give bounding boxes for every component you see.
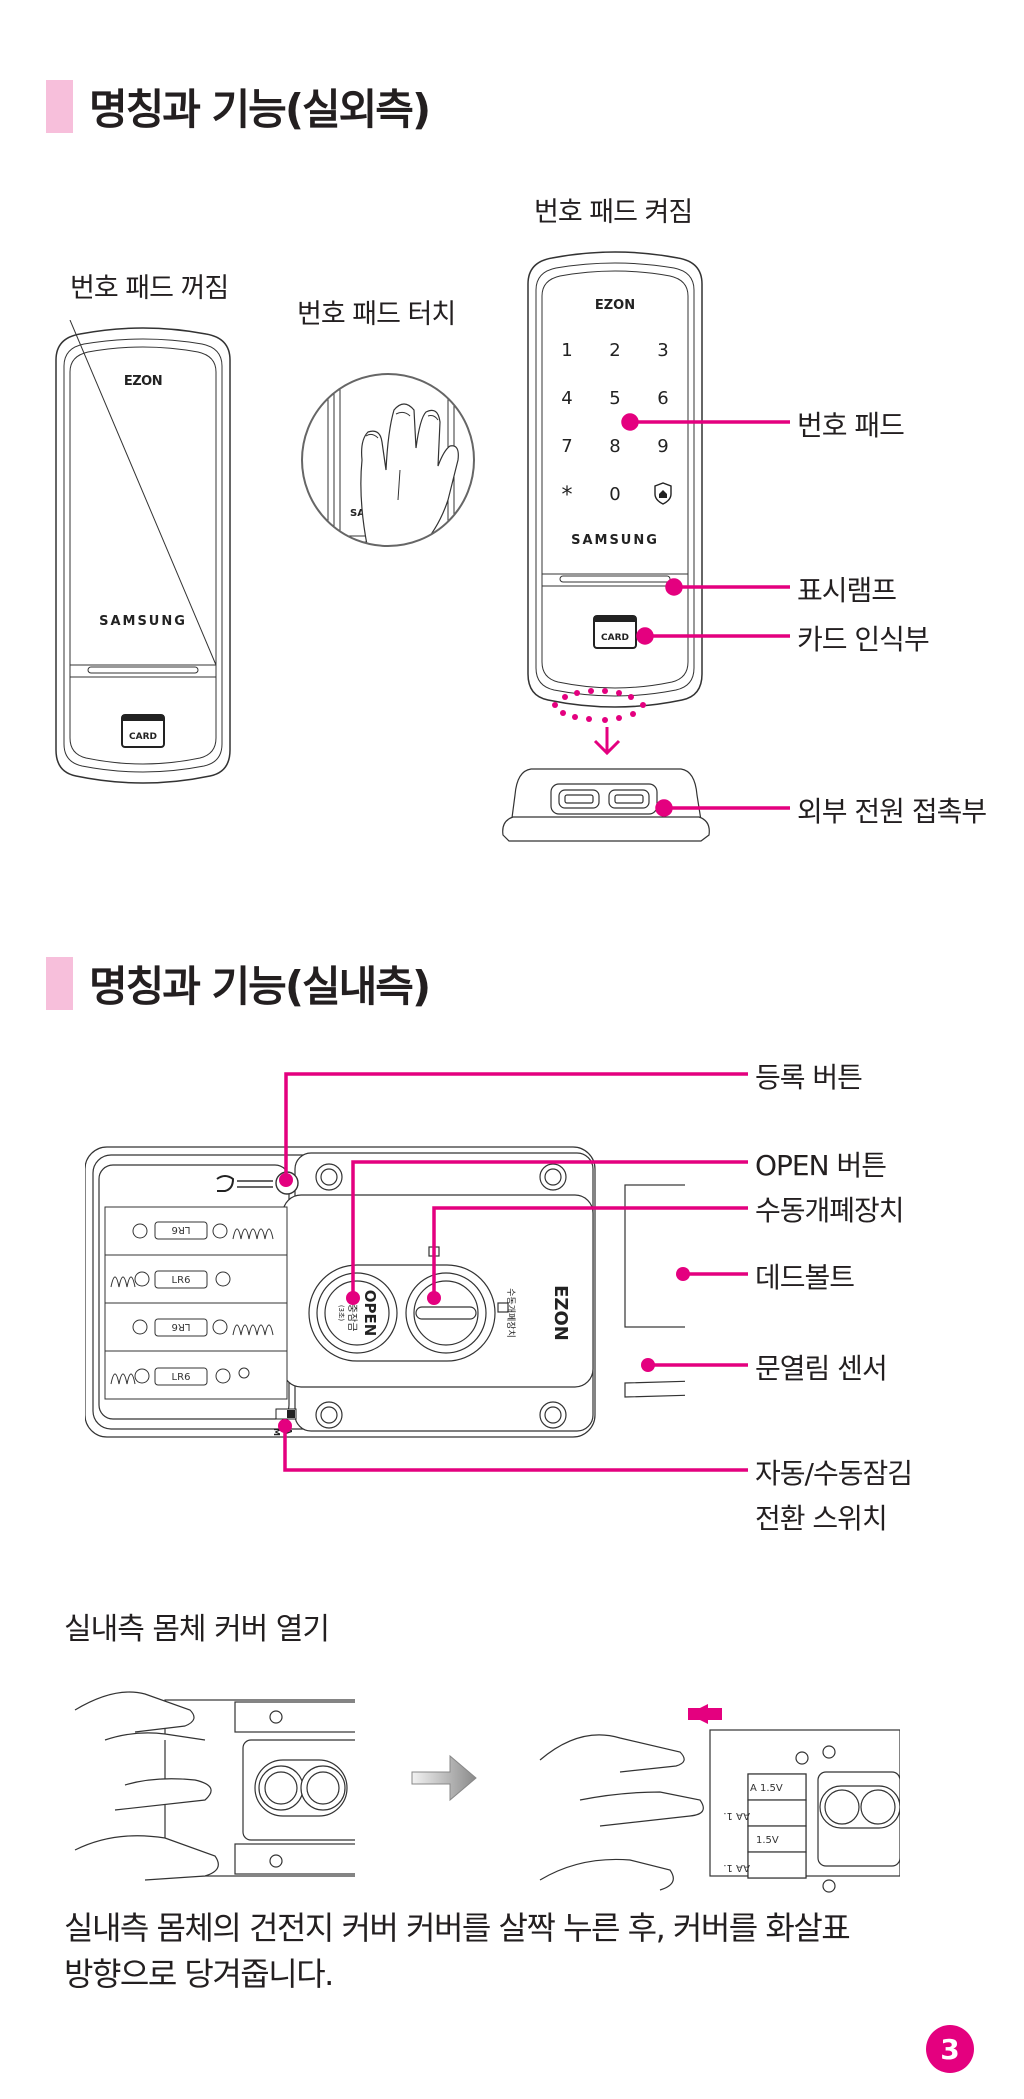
battery-compartment [104,1206,288,1400]
instruction-line-1: 실내측 몸체의 건전지 커버 커버를 살짝 누른 후, 커버를 화살표 [64,1909,851,1947]
arrow-right-icon [411,1754,477,1802]
cover-step2-illustration: A 1.5V AA 1. 1.5V AA 1. [539,1704,900,1893]
contact-dots-icon [552,688,646,723]
callout-register-button: 등록 버튼 [755,1061,863,1094]
key-7[interactable]: 7 [561,436,572,457]
card-label: CARD [601,633,629,643]
arrow-down-icon [593,727,621,756]
section-title-text: 명칭과 기능(실내측) [89,961,431,1011]
manual-device-label: 수동개폐장치 [505,1288,517,1338]
battery-label: A 1.5V [750,1783,783,1794]
contact-arrow-and-power-base [502,688,710,842]
key-9[interactable]: 9 [657,436,668,457]
pull-left-arrow-icon [688,1704,740,1724]
battery-label: 1.5V [756,1835,779,1846]
instruction-text: 실내측 몸체의 건전지 커버 커버를 살짝 누른 후, 커버를 화살표 방향으로… [64,1905,964,1997]
open-sub2-label: (3초) [337,1305,345,1322]
samsung-logo: SAMSUNG [571,533,659,548]
doorlock-outer-pad-off: CARD EZON SAMSUNG [55,320,231,784]
callout-open-button: OPEN 버튼 [755,1149,887,1182]
outdoor-callout-lines [621,413,790,817]
key-1[interactable]: 1 [561,340,572,361]
callout-number-pad: 번호 패드 [797,409,905,442]
key-star[interactable]: * [562,483,573,508]
card-label: CARD [129,732,157,742]
callout-card-reader: 카드 인식부 [797,623,930,656]
title-accent-bar [46,79,73,133]
home-shield-icon[interactable] [654,482,672,505]
ezon-logo: EZON [595,298,635,313]
caption-pad-on: 번호 패드 켜짐 [534,197,693,228]
doorlock-outer-pad-on: CARD EZON 1 2 3 4 5 6 7 8 9 * 0 SAMSUNG [527,251,703,708]
key-4[interactable]: 4 [561,388,572,409]
callout-indicator-lamp: 표시램프 [797,574,897,607]
callout-auto-manual-switch-line1: 자동/수동잠김 [755,1457,913,1490]
section-title-outdoor: 명칭과 기능(실외측) [46,78,431,134]
indoor-callout-lines [278,1072,748,1472]
callout-door-sensor: 문열림 센서 [755,1352,888,1385]
title-accent-bar [46,956,73,1010]
switch-label-m: M [272,1428,281,1436]
pad-touch-illustration: SAM [301,373,475,547]
open-label: OPEN [361,1290,379,1337]
hand-press-icon [216,1175,235,1192]
battery-label: LR6 [172,1372,191,1383]
callout-external-power: 외부 전원 접촉부 [797,795,987,828]
cover-step1-illustration [74,1691,355,1881]
battery-label: AA 1. [723,1810,750,1821]
key-2[interactable]: 2 [609,340,620,361]
section-title-text: 명칭과 기능(실외측) [89,84,431,134]
battery-label: LR6 [172,1275,191,1286]
caption-pad-touch: 번호 패드 터치 [297,299,456,330]
battery-label: AA 1. [723,1862,750,1873]
key-5[interactable]: 5 [609,388,620,409]
section-title-indoor: 명칭과 기능(실내측) [46,955,431,1011]
page-number-badge: 3 [926,2025,974,2073]
key-0[interactable]: 0 [609,484,620,505]
ezon-logo: EZON [550,1285,571,1341]
power-base [502,768,710,842]
caption-pad-off: 번호 패드 꺼짐 [70,273,229,304]
doorlock-inner-body: LR6 LR6 LR6 LR6 A M OPEN 이중잠금 (3초) 수동개폐장… [85,1146,685,1438]
callout-manual-device: 수동개폐장치 [755,1194,905,1227]
battery-label: LR6 [172,1224,191,1235]
samsung-logo: SAMSUNG [99,614,187,629]
key-6[interactable]: 6 [657,388,668,409]
key-3[interactable]: 3 [657,340,668,361]
ezon-logo: EZON [124,374,162,389]
battery-label: LR6 [172,1321,191,1332]
callout-deadbolt: 데드볼트 [755,1261,855,1294]
key-8[interactable]: 8 [609,436,620,457]
instruction-line-2: 방향으로 당겨줍니다. [64,1955,334,1993]
callout-auto-manual-switch-line2: 전환 스위치 [755,1502,888,1535]
cover-open-heading: 실내측 몸체 커버 열기 [64,1612,330,1647]
